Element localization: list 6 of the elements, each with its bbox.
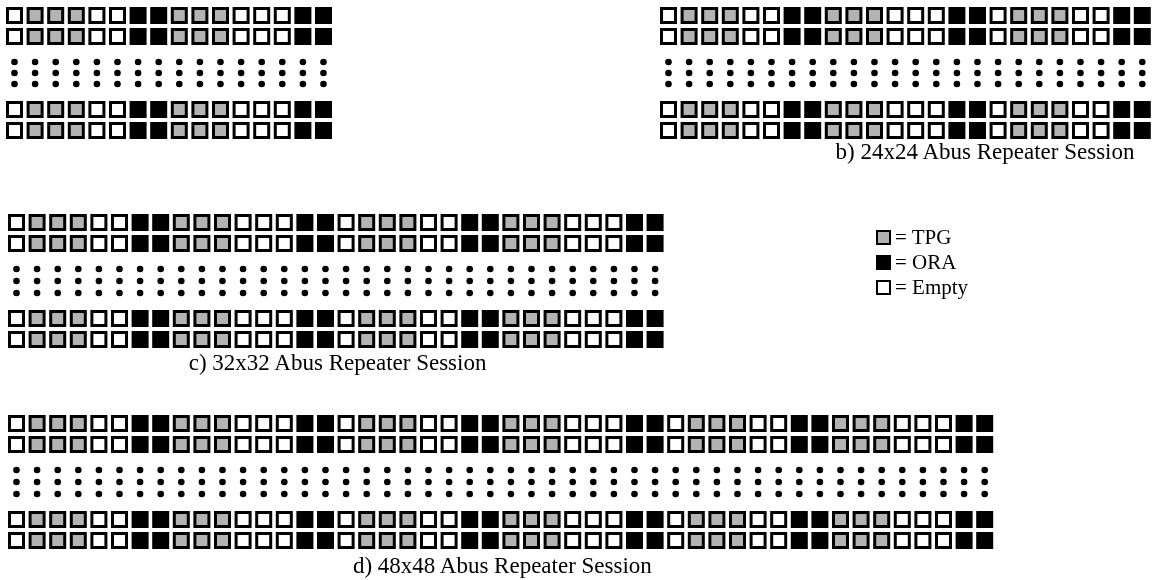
panel-caption: c) 32x32 Abus Repeater Session — [188, 350, 487, 376]
legend-label: = TPG — [895, 225, 952, 249]
panel-caption: b) 24x24 Abus Repeater Session — [835, 139, 1135, 165]
panel-caption: d) 48x48 Abus Repeater Session — [352, 553, 652, 579]
legend-label: = ORA — [895, 250, 957, 274]
legend-label: = Empty — [895, 275, 969, 299]
